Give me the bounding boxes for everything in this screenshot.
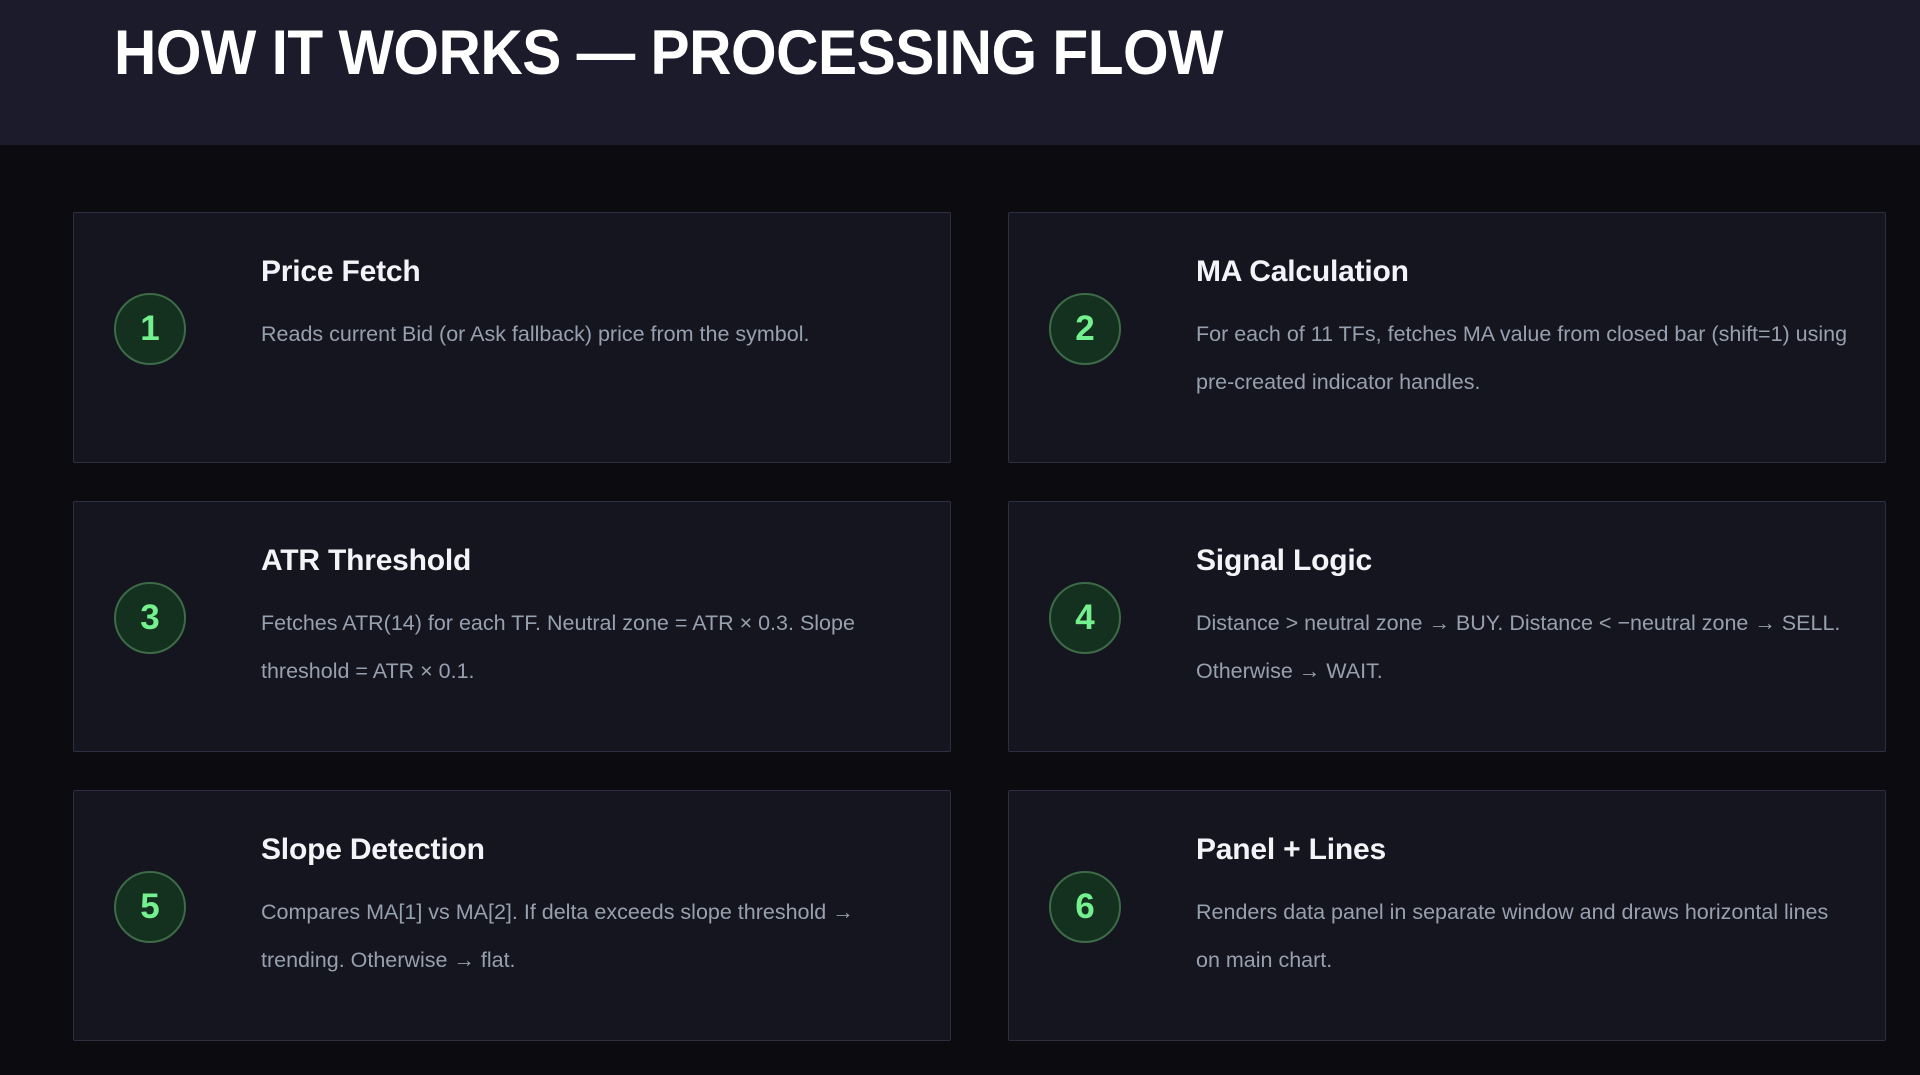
step-number: 3 — [140, 597, 160, 637]
step-card-body: Signal Logic Distance > neutral zone → B… — [1196, 544, 1851, 695]
step-description: Renders data panel in separate window an… — [1196, 899, 1829, 972]
step-description: For each of 11 TFs, fetches MA value fro… — [1196, 321, 1848, 394]
step-card-body: Panel + Lines Renders data panel in sepa… — [1196, 833, 1851, 984]
step-card-body: Price Fetch Reads current Bid (or Ask fa… — [261, 255, 916, 358]
step-card-5: 5 Slope Detection Compares MA[1] vs MA[2… — [73, 790, 951, 1041]
step-card-6: 6 Panel + Lines Renders data panel in se… — [1008, 790, 1886, 1041]
step-description: Reads current Bid (or Ask fallback) pric… — [261, 321, 810, 346]
step-number-badge: 4 — [1049, 582, 1121, 654]
step-card-4: 4 Signal Logic Distance > neutral zone →… — [1008, 501, 1886, 752]
step-number-badge: 6 — [1049, 871, 1121, 943]
page-header: HOW IT WORKS — PROCESSING FLOW — [0, 0, 1920, 145]
step-title: Slope Detection — [261, 833, 485, 866]
processing-flow-steps-grid: 1 Price Fetch Reads current Bid (or Ask … — [73, 212, 1886, 1041]
step-number-badge: 1 — [114, 293, 186, 365]
step-number: 1 — [140, 308, 160, 348]
step-card-body: ATR Threshold Fetches ATR(14) for each T… — [261, 544, 916, 695]
step-description: Compares MA[1] vs MA[2]. If delta exceed… — [261, 899, 854, 972]
step-card-1: 1 Price Fetch Reads current Bid (or Ask … — [73, 212, 951, 463]
step-number: 5 — [140, 886, 160, 926]
step-card-2: 2 MA Calculation For each of 11 TFs, fet… — [1008, 212, 1886, 463]
step-description: Distance > neutral zone → BUY. Distance … — [1196, 610, 1841, 683]
step-title: Signal Logic — [1196, 544, 1372, 577]
step-description: Fetches ATR(14) for each TF. Neutral zon… — [261, 610, 855, 683]
step-card-body: MA Calculation For each of 11 TFs, fetch… — [1196, 255, 1851, 406]
step-number: 6 — [1075, 886, 1095, 926]
step-number-badge: 5 — [114, 871, 186, 943]
step-title: MA Calculation — [1196, 255, 1409, 288]
step-number-badge: 2 — [1049, 293, 1121, 365]
step-card-3: 3 ATR Threshold Fetches ATR(14) for each… — [73, 501, 951, 752]
step-title: ATR Threshold — [261, 544, 472, 577]
page-title: HOW IT WORKS — PROCESSING FLOW — [114, 18, 1223, 88]
step-number: 4 — [1075, 597, 1095, 637]
step-number: 2 — [1075, 308, 1095, 348]
step-title: Price Fetch — [261, 255, 421, 288]
step-title: Panel + Lines — [1196, 833, 1386, 866]
step-number-badge: 3 — [114, 582, 186, 654]
step-card-body: Slope Detection Compares MA[1] vs MA[2].… — [261, 833, 916, 984]
